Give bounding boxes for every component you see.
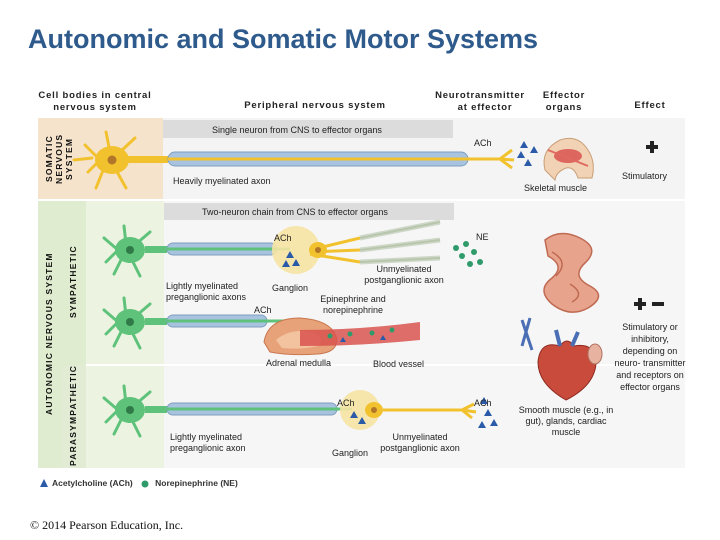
sympathetic-ganglion [272, 219, 483, 274]
label-autonomic-nervous-system: AUTONOMIC NERVOUS SYSTEM [44, 252, 54, 416]
somatic-effector-label: Skeletal muscle [524, 183, 588, 193]
header-peripheral: Peripheral nervous system [244, 100, 386, 111]
legend-ach-icon [40, 479, 48, 487]
adrenal-ach-label: ACh [254, 305, 272, 315]
header-neurotransmitter: Neurotransmitter [435, 90, 525, 101]
somatic-neuron [72, 130, 538, 190]
skeletal-muscle-icon [543, 137, 594, 182]
autonomic-banner: Two-neuron chain from CNS to effector or… [202, 207, 388, 217]
para-ganglion-nt-label: ACh [337, 398, 355, 408]
para-unmyelinated-label: Unmyelinated postganglionic axon [380, 432, 460, 453]
somatic-banner: Single neuron from CNS to effector organ… [212, 125, 382, 135]
header-at-effector: at effector [457, 102, 513, 113]
para-effector-nt-label: ACh [474, 398, 492, 408]
epinephrine-label: Epinephrine and norepinephrine [320, 294, 386, 315]
autonomic-effect-label: Stimulatory or inhibitory, depending on … [614, 322, 686, 392]
blood-vessel-organ-icon [520, 317, 534, 351]
adrenal-medulla-label: Adrenal medulla [266, 358, 332, 368]
parasympathetic-side-band [62, 365, 86, 468]
sympathetic-side-band [62, 200, 86, 365]
label-sympathetic: SYMPATHETIC [68, 245, 78, 319]
heart-icon [537, 329, 597, 401]
blood-vessel-label: Blood vessel [373, 359, 425, 369]
sympathetic-neuron-upper [102, 224, 290, 278]
autonomic-banner-bg [164, 203, 454, 220]
legend-ne-label: Norepinephrine (NE) [155, 478, 238, 488]
label-somatic-nervous-system: SOMATIC NERVOUS SYSTEM [44, 133, 74, 185]
somatic-axon-label: Heavily myelinated axon [173, 176, 271, 186]
copyright: © 2014 Pearson Education, Inc. [30, 518, 184, 532]
header-effector: Effector [542, 90, 586, 101]
blood-vessel-icon [300, 322, 420, 346]
page-title: Autonomic and Somatic Motor Systems [28, 24, 539, 54]
symp-ganglion-nt-label: ACh [274, 233, 292, 243]
header-effect: Effect [634, 100, 666, 111]
header-cell-bodies: Cell bodies in central nervous system [38, 90, 152, 113]
legend-ne-icon [141, 480, 149, 488]
somatic-effect-label: Stimulatory [622, 171, 668, 181]
header-organs: organs [545, 102, 583, 113]
symp-unmyelinated-label: Unmyelinated postganglionic axon [364, 264, 444, 285]
symp-lightly-myelinated-label: Lightly myelinated preganglionic axons [166, 281, 247, 302]
parasympathetic-neuron [102, 384, 498, 438]
somatic-nt-label: ACh [474, 138, 492, 148]
symp-effector-nt-label: NE [476, 232, 489, 242]
intestine-icon [543, 232, 600, 313]
symp-ganglion-label: Ganglion [272, 283, 309, 293]
autonomic-effector-label: Smooth muscle (e.g., in gut), glands, ca… [518, 405, 614, 437]
autonomic-plus-minus-icon [634, 298, 664, 310]
legend-ach-label: Acetylcholine (ACh) [52, 478, 133, 488]
label-parasympathetic: PARASYMPATHETIC [68, 364, 78, 466]
gland-icon [587, 343, 603, 365]
para-lightly-myelinated-label: Lightly myelinated preganglionic axon [170, 432, 246, 453]
somatic-plus-icon [646, 141, 658, 153]
autonomic-side-band [38, 200, 62, 468]
legend: Acetylcholine (ACh) Norepinephrine (NE) [40, 478, 238, 488]
para-ganglion-label: Ganglion [332, 448, 369, 458]
somatic-banner-bg [163, 120, 453, 138]
